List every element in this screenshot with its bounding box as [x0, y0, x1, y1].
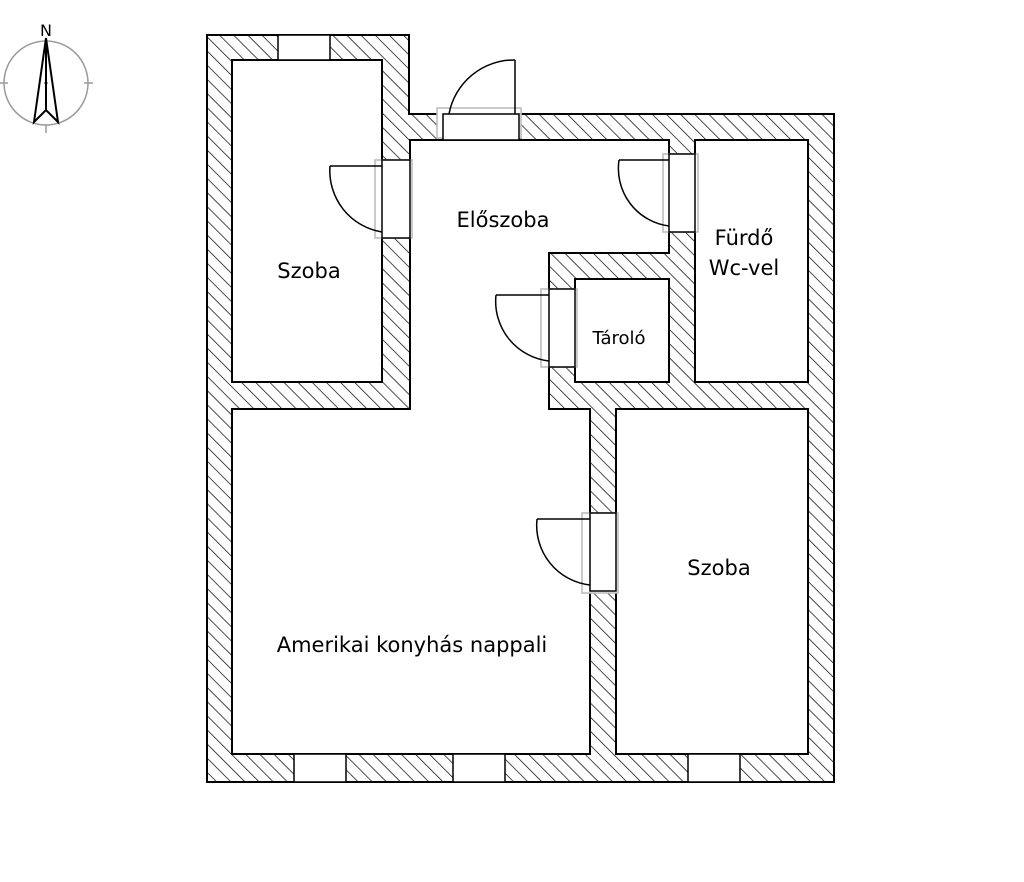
door-storage-opening — [548, 288, 576, 368]
room-right-floor — [615, 408, 809, 755]
compass: N — [0, 21, 93, 133]
room-label-top-left: Szoba — [277, 259, 340, 283]
entrance-door — [436, 59, 522, 141]
bathroom-floor — [694, 139, 809, 383]
door-storage-swing — [494, 294, 550, 362]
entrance-door-opening — [442, 113, 520, 141]
door-top-left-room-opening — [381, 159, 411, 239]
door-top-left-room — [329, 159, 413, 239]
door-bathroom-opening — [668, 153, 696, 233]
door-top-left-room-swing — [329, 165, 383, 233]
door-bathroom-swing — [617, 159, 670, 227]
window-bottom-1 — [293, 753, 347, 783]
entrance-door-swing — [448, 59, 516, 115]
door-right-room-swing — [535, 518, 591, 586]
door-storage — [494, 288, 578, 368]
door-bathroom — [617, 153, 699, 233]
storage-floor — [574, 278, 670, 383]
window-bottom-2 — [452, 753, 506, 783]
window-bottom-3 — [687, 753, 741, 783]
door-right-room — [535, 512, 619, 594]
window-top-left — [277, 34, 331, 61]
door-right-room-opening — [589, 512, 617, 592]
room-label-right: Szoba — [687, 556, 750, 580]
compass-center-dot — [44, 81, 48, 85]
compass-north-label: N — [40, 21, 52, 40]
room-label-bathroom-line2: Wc-vel — [709, 256, 780, 280]
room-label-hallway: Előszoba — [457, 208, 550, 232]
room-label-living: Amerikai konyhás nappali — [277, 633, 548, 657]
room-label-storage: Tároló — [591, 328, 645, 349]
room-label-bathroom-line1: Fürdő — [715, 226, 774, 250]
room-top-left-floor — [231, 59, 383, 383]
